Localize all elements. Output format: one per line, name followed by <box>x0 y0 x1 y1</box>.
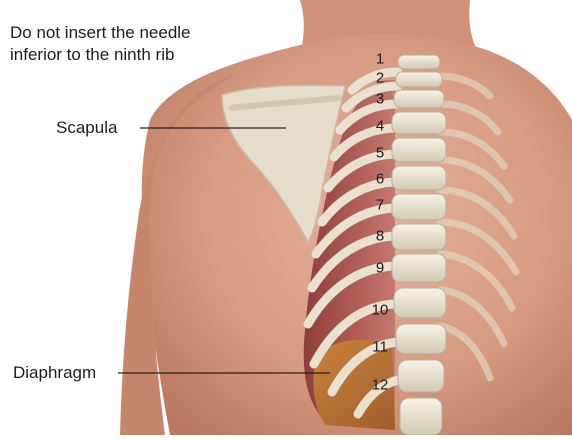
rib-number-2: 2 <box>376 70 384 87</box>
rib-number-4: 4 <box>376 118 384 135</box>
rib-number-12: 12 <box>372 377 389 394</box>
rib-number-5: 5 <box>376 145 384 162</box>
diaphragm-label: Diaphragm <box>13 363 96 383</box>
rib-number-8: 8 <box>376 228 384 245</box>
rib-number-6: 6 <box>376 171 384 188</box>
rib-number-3: 3 <box>376 91 384 108</box>
rib-number-11: 11 <box>372 339 388 356</box>
caption-line-2: inferior to the ninth rib <box>10 44 240 66</box>
warning-caption: Do not insert the needle inferior to the… <box>10 22 240 66</box>
rib-number-1: 1 <box>376 51 384 68</box>
spine <box>392 55 446 435</box>
rib-number-9: 9 <box>376 260 384 277</box>
rib-number-7: 7 <box>376 197 384 214</box>
caption-line-1: Do not insert the needle <box>10 22 240 44</box>
rib-number-10: 10 <box>372 302 389 319</box>
scapula-label: Scapula <box>56 118 117 138</box>
